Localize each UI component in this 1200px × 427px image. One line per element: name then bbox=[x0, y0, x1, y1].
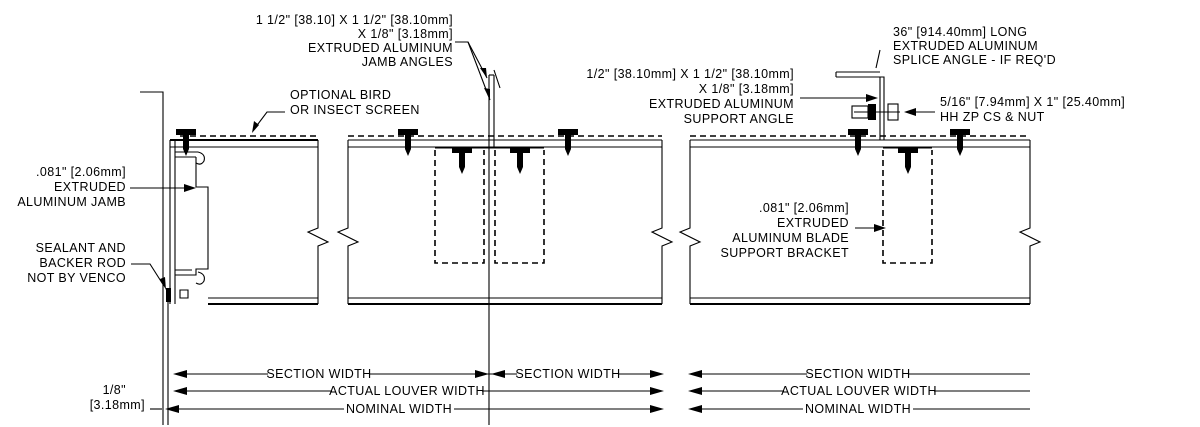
label-bird-screen: OPTIONAL BIRD OR INSECT SCREEN bbox=[290, 88, 420, 117]
screw-2 bbox=[398, 129, 418, 156]
dim-nominal-width-right: NOMINAL WIDTH bbox=[805, 402, 911, 416]
svg-text:HH ZP CS & NUT: HH ZP CS & NUT bbox=[940, 110, 1045, 124]
dim-actual-louver-width-right: ACTUAL LOUVER WIDTH bbox=[781, 384, 937, 398]
hex-bolt-and-nut bbox=[851, 103, 900, 121]
svg-text:.081" [2.06mm]: .081" [2.06mm] bbox=[759, 201, 849, 215]
svg-text:X 1/8" [3.18mm]: X 1/8" [3.18mm] bbox=[358, 27, 453, 41]
svg-text:EXTRUDED ALUMINUM: EXTRUDED ALUMINUM bbox=[649, 97, 794, 111]
leader-lines bbox=[130, 41, 935, 410]
svg-text:5/16" [7.94mm] X 1" [25.40mm]: 5/16" [7.94mm] X 1" [25.40mm] bbox=[940, 95, 1125, 109]
svg-text:[3.18mm]: [3.18mm] bbox=[90, 398, 145, 412]
svg-text:1 1/2" [38.10] X 1 1/2" [38.10: 1 1/2" [38.10] X 1 1/2" [38.10mm] bbox=[256, 13, 453, 27]
dim-section-width-center: SECTION WIDTH bbox=[515, 367, 620, 381]
svg-text:ALUMINUM JAMB: ALUMINUM JAMB bbox=[17, 195, 126, 209]
svg-text:JAMB ANGLES: JAMB ANGLES bbox=[362, 55, 453, 69]
svg-text:BACKER ROD: BACKER ROD bbox=[39, 256, 126, 270]
label-sealant: SEALANT AND BACKER ROD NOT BY VENCO bbox=[27, 241, 126, 285]
dim-section-width-right: SECTION WIDTH bbox=[805, 367, 910, 381]
svg-text:EXTRUDED ALUMINUM: EXTRUDED ALUMINUM bbox=[893, 39, 1038, 53]
sealant-bead bbox=[166, 288, 171, 302]
dimension-texts: SECTION WIDTH SECTION WIDTH ACTUAL LOUVE… bbox=[266, 366, 936, 416]
dim-section-width-left: SECTION WIDTH bbox=[266, 367, 371, 381]
self-drilling-screws bbox=[176, 129, 970, 174]
svg-text:EXTRUDED: EXTRUDED bbox=[54, 180, 126, 194]
svg-text:1/8": 1/8" bbox=[103, 383, 126, 397]
svg-text:.081" [2.06mm]: .081" [2.06mm] bbox=[36, 165, 126, 179]
svg-text:EXTRUDED: EXTRUDED bbox=[777, 216, 849, 230]
screw-8 bbox=[950, 129, 970, 156]
svg-text:1/2" [38.10mm] X 1 1/2" [38.10: 1/2" [38.10mm] X 1 1/2" [38.10mm] bbox=[586, 67, 794, 81]
dim-actual-louver-width-left: ACTUAL LOUVER WIDTH bbox=[329, 384, 485, 398]
jamb-angles bbox=[483, 74, 500, 425]
label-splice-angle: 36" [914.40mm] LONG EXTRUDED ALUMINUM SP… bbox=[893, 25, 1056, 67]
svg-text:SUPPORT ANGLE: SUPPORT ANGLE bbox=[684, 112, 794, 126]
label-blade-bracket: .081" [2.06mm] EXTRUDED ALUMINUM BLADE S… bbox=[721, 201, 850, 260]
screw-7 bbox=[898, 147, 918, 174]
svg-text:36" [914.40mm] LONG: 36" [914.40mm] LONG bbox=[893, 25, 1027, 39]
screw-4 bbox=[510, 147, 530, 174]
screw-1 bbox=[176, 129, 196, 156]
svg-text:SPLICE ANGLE - IF REQ'D: SPLICE ANGLE - IF REQ'D bbox=[893, 53, 1056, 67]
left-louver-section bbox=[170, 139, 674, 305]
svg-text:OR INSECT SCREEN: OR INSECT SCREEN bbox=[290, 103, 420, 117]
svg-text:EXTRUDED ALUMINUM: EXTRUDED ALUMINUM bbox=[308, 41, 453, 55]
screw-5 bbox=[558, 129, 578, 156]
aluminum-jamb bbox=[166, 140, 209, 304]
label-jamb: .081" [2.06mm] EXTRUDED ALUMINUM JAMB bbox=[17, 165, 126, 209]
svg-text:SEALANT AND: SEALANT AND bbox=[36, 241, 126, 255]
label-gap: 1/8" [3.18mm] bbox=[90, 383, 145, 412]
label-bolt: 5/16" [7.94mm] X 1" [25.40mm] HH ZP CS &… bbox=[940, 95, 1125, 124]
svg-text:ALUMINUM BLADE: ALUMINUM BLADE bbox=[732, 231, 849, 245]
label-support-angle: 1/2" [38.10mm] X 1 1/2" [38.10mm] X 1/8"… bbox=[586, 67, 794, 126]
splice-angle bbox=[835, 71, 885, 140]
screw-3 bbox=[452, 147, 472, 174]
svg-text:NOT BY VENCO: NOT BY VENCO bbox=[27, 271, 126, 285]
svg-text:X 1/8" [3.18mm]: X 1/8" [3.18mm] bbox=[699, 82, 794, 96]
dim-nominal-width-left: NOMINAL WIDTH bbox=[346, 402, 452, 416]
screw-6 bbox=[848, 129, 868, 156]
svg-text:SUPPORT BRACKET: SUPPORT BRACKET bbox=[721, 246, 850, 260]
wall-outline bbox=[140, 91, 169, 425]
label-jamb-angles: 1 1/2" [38.10] X 1 1/2" [38.10mm] X 1/8"… bbox=[256, 13, 453, 69]
right-louver-section bbox=[678, 139, 1042, 305]
svg-text:OPTIONAL BIRD: OPTIONAL BIRD bbox=[290, 88, 391, 102]
